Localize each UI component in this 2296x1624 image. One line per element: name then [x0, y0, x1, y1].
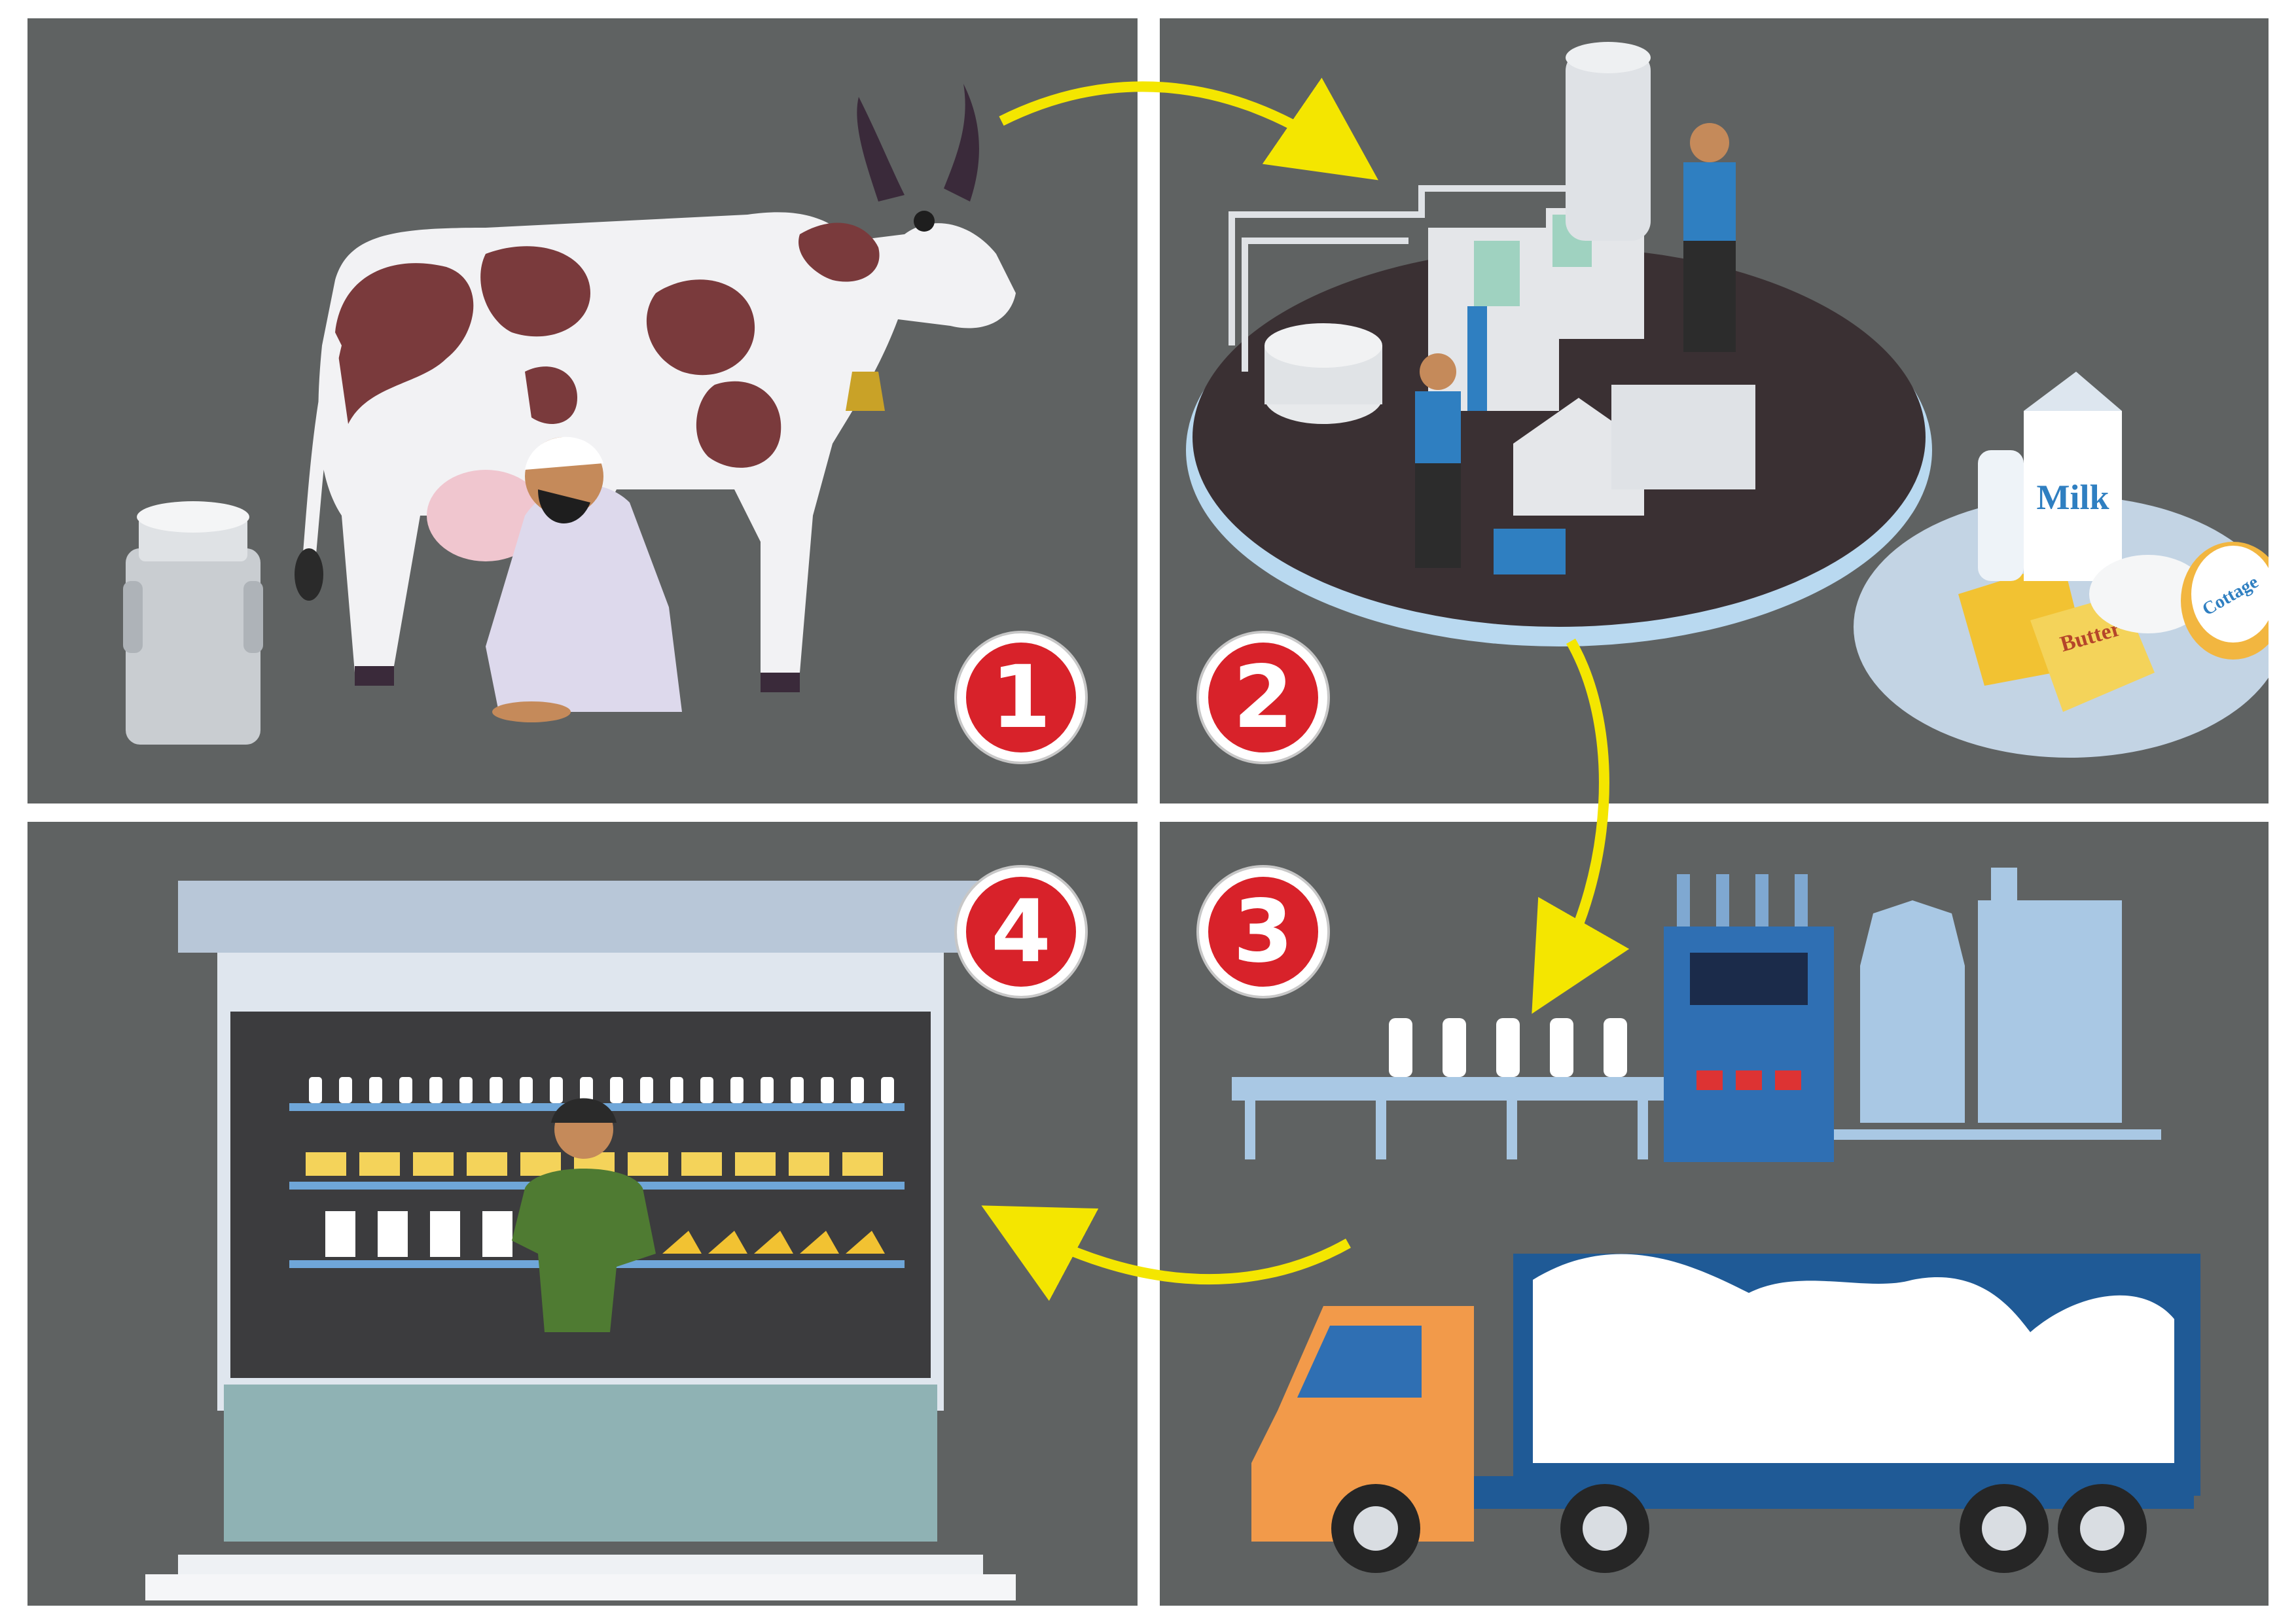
- milking-illustration: [123, 84, 1016, 745]
- shelf-butter-block: [789, 1152, 829, 1176]
- shelf-bottle: [700, 1077, 713, 1103]
- shelf-bottle: [761, 1077, 774, 1103]
- conveyor-bottle: [1389, 1018, 1412, 1077]
- shelf-butter-block: [359, 1152, 400, 1176]
- panel-processing: Milk Butter Cottage 2: [1160, 18, 2269, 803]
- panel-distribution: 3: [1160, 822, 2269, 1606]
- step-2-badge: 2: [1199, 633, 1327, 762]
- conveyor-bottle: [1604, 1018, 1627, 1077]
- shelf-bottle: [881, 1077, 894, 1103]
- shelf-bottle: [550, 1077, 563, 1103]
- shelf-bottles: [309, 1077, 894, 1103]
- panel-milking: 1: [27, 18, 1138, 803]
- shelf-bottle: [429, 1077, 442, 1103]
- conveyor-belt: [1232, 1018, 1664, 1159]
- shop-illustration: [145, 881, 1016, 1600]
- shelf-bottle: [580, 1077, 593, 1103]
- bottling-machine: [1664, 874, 1834, 1162]
- milk-can: [123, 501, 263, 745]
- step-4-badge: 4: [957, 868, 1085, 996]
- shelf-bottle: [459, 1077, 473, 1103]
- shelf-bottle: [369, 1077, 382, 1103]
- shelf-bottle: [791, 1077, 804, 1103]
- shelf-bottle: [490, 1077, 503, 1103]
- workers: [1415, 123, 1736, 568]
- shelf-cartons: [325, 1211, 512, 1257]
- shelf-bottle: [640, 1077, 653, 1103]
- shelf-butter-block: [842, 1152, 883, 1176]
- processing-illustration: Milk Butter Cottage: [1186, 42, 2269, 758]
- step-1-badge: 1: [957, 633, 1085, 762]
- farmer: [486, 436, 682, 722]
- processing-machines: [1229, 42, 1755, 574]
- shelf-cheese: [662, 1231, 885, 1254]
- shelf-butter-block: [413, 1152, 454, 1176]
- conveyor-bottle: [1496, 1018, 1520, 1077]
- distribution-illustration: [1232, 868, 2200, 1573]
- shelf-bottle: [670, 1077, 683, 1103]
- conveyor-bottle: [1550, 1018, 1573, 1077]
- shelf-butter-block: [681, 1152, 722, 1176]
- step-3-badge: 3: [1199, 868, 1327, 996]
- shelf-bottle: [821, 1077, 834, 1103]
- milk-carton-label: Milk: [2036, 478, 2109, 517]
- milk-truck: [1251, 1254, 2200, 1573]
- shopkeeper: [512, 1098, 656, 1332]
- shelf-butter-block: [735, 1152, 776, 1176]
- shelf-bottle: [851, 1077, 864, 1103]
- shelf-butter-block: [467, 1152, 507, 1176]
- shelf-bottle: [730, 1077, 744, 1103]
- shelf-butter-block: [306, 1152, 346, 1176]
- shelf-bottle: [339, 1077, 352, 1103]
- panel-shop: 4: [27, 822, 1138, 1606]
- storage-tanks: [1834, 868, 2161, 1140]
- shelf-butter-block: [628, 1152, 668, 1176]
- shelf-bottle: [520, 1077, 533, 1103]
- cow: [295, 84, 1016, 692]
- conveyor-bottle: [1443, 1018, 1466, 1077]
- dairy-products: Milk Butter Cottage: [1854, 372, 2269, 758]
- shelf-bottle: [610, 1077, 623, 1103]
- shelf-bottle: [399, 1077, 412, 1103]
- shelf-bottle: [309, 1077, 322, 1103]
